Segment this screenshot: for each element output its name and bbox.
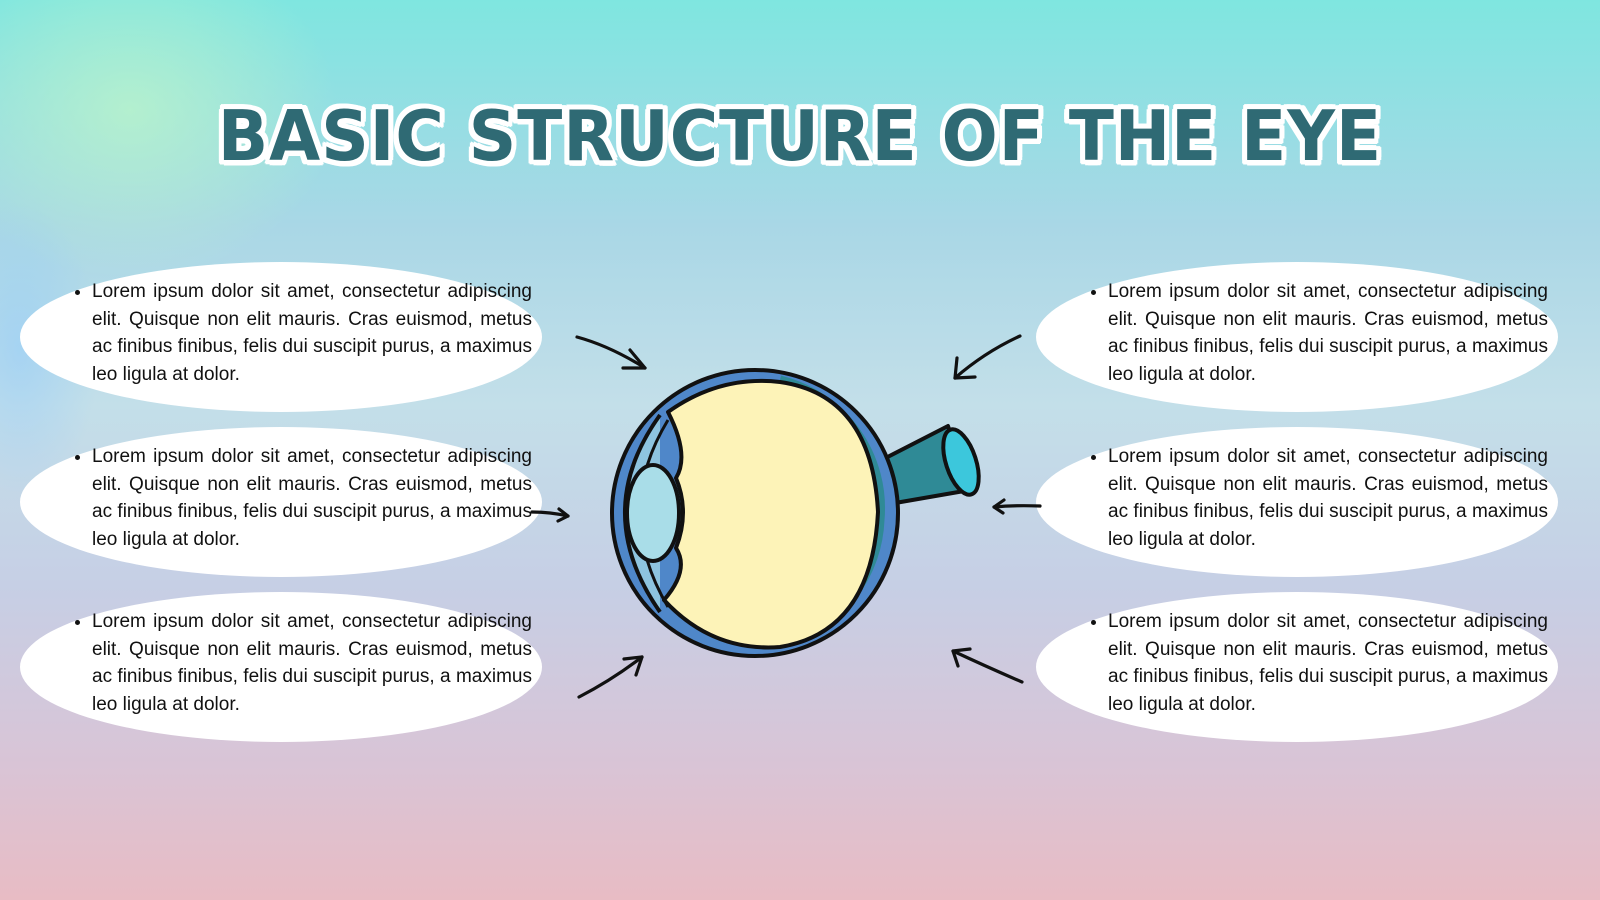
text-bubble-right-2: Lorem ipsum dolor sit amet, consectetur … <box>1036 427 1558 577</box>
bubble-text: Lorem ipsum dolor sit amet, consectetur … <box>92 608 532 718</box>
text-bubble-left-3: Lorem ipsum dolor sit amet, consectetur … <box>20 592 542 742</box>
bubble-text: Lorem ipsum dolor sit amet, consectetur … <box>92 443 532 553</box>
arrow-icon <box>951 647 1024 684</box>
text-bubble-right-1: Lorem ipsum dolor sit amet, consectetur … <box>1036 262 1558 412</box>
text-bubble-left-1: Lorem ipsum dolor sit amet, consectetur … <box>20 262 542 412</box>
arrow-icon <box>577 655 644 699</box>
arrow-icon <box>992 498 1042 515</box>
text-bubble-left-2: Lorem ipsum dolor sit amet, consectetur … <box>20 427 542 577</box>
arrow-icon <box>530 507 570 523</box>
bubble-text: Lorem ipsum dolor sit amet, consectetur … <box>1108 278 1548 388</box>
page-title: Basic Structure of the Eye <box>217 96 1383 177</box>
arrow-icon <box>575 335 647 370</box>
text-bubble-right-3: Lorem ipsum dolor sit amet, consectetur … <box>1036 592 1558 742</box>
bubble-text: Lorem ipsum dolor sit amet, consectetur … <box>1108 608 1548 718</box>
arrow-icon <box>953 334 1022 380</box>
eye-illustration <box>610 368 981 658</box>
bubble-text: Lorem ipsum dolor sit amet, consectetur … <box>92 278 532 388</box>
bubble-text: Lorem ipsum dolor sit amet, consectetur … <box>1108 443 1548 553</box>
